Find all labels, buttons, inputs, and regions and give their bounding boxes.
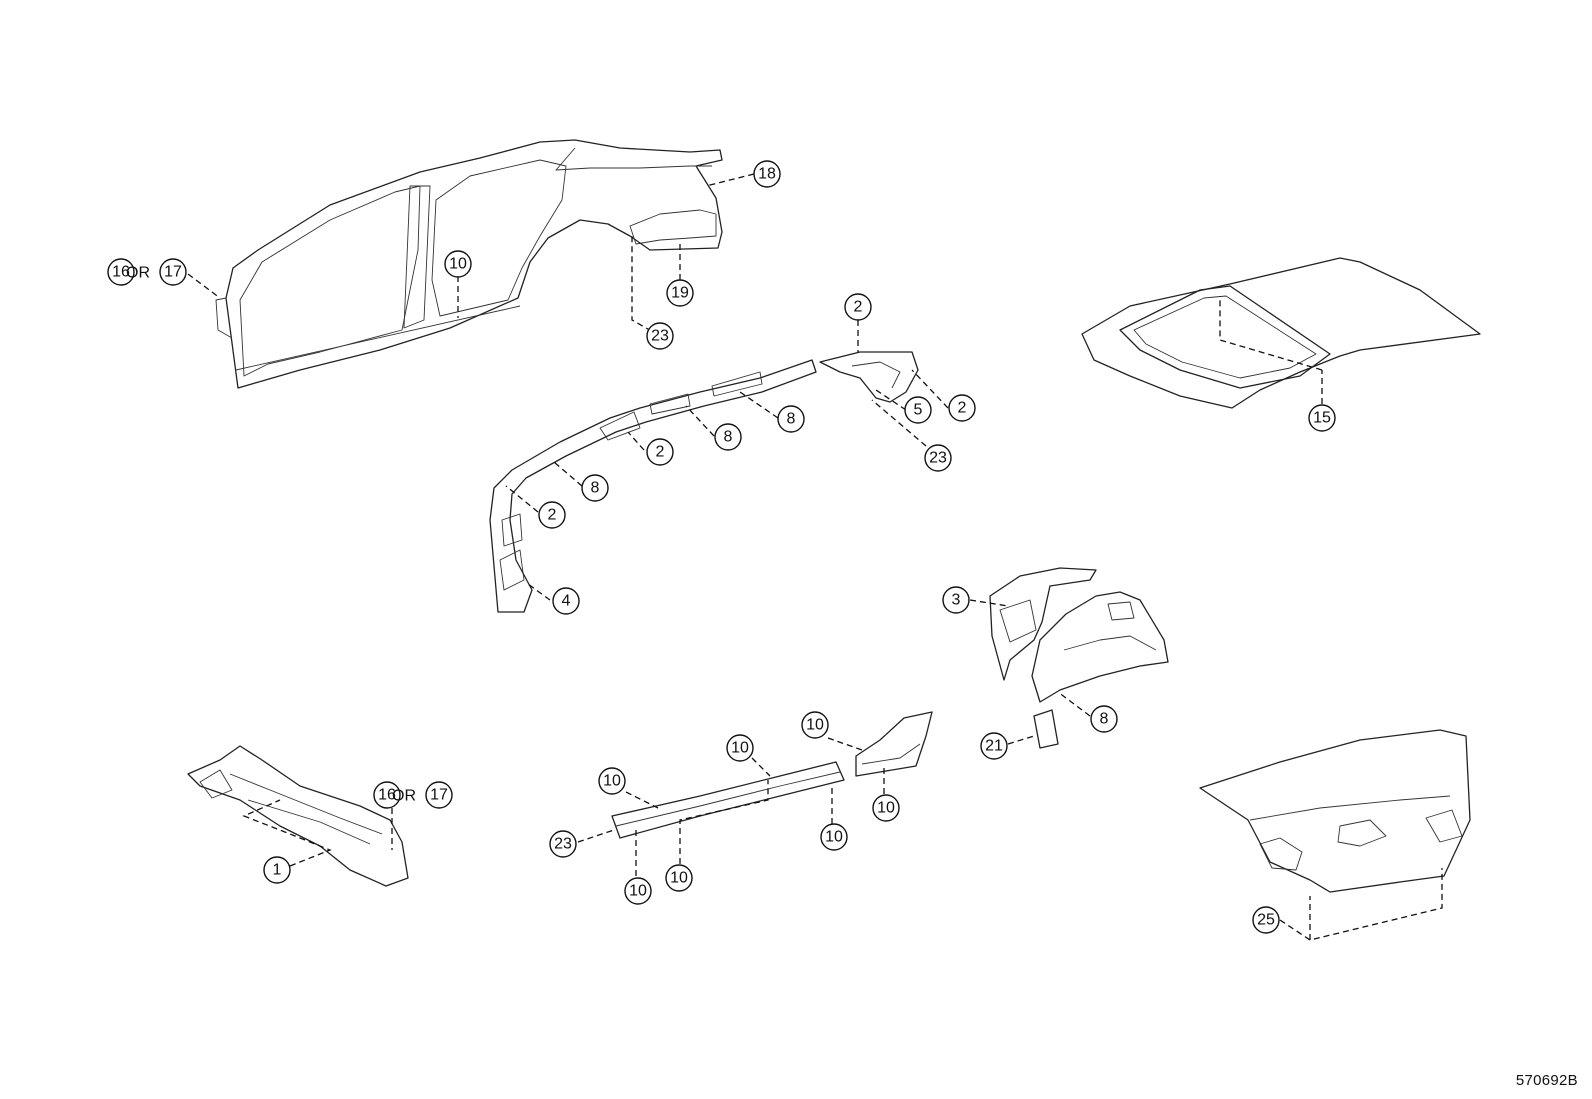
callout-8-rail-rear[interactable]: 8	[777, 405, 805, 433]
callout-23-inner[interactable]: 23	[924, 444, 952, 472]
callout-2-pillar[interactable]: 2	[538, 501, 566, 529]
callout-label: 19	[671, 285, 689, 302]
callout-10-sill-rear-top[interactable]: 10	[801, 711, 829, 739]
callout-label: 3	[952, 592, 961, 609]
callout-label: 15	[1313, 410, 1331, 427]
callout-label: 10	[603, 773, 621, 790]
callout-2-rear-right[interactable]: 2	[948, 394, 976, 422]
leader-lines	[187, 173, 1443, 941]
callout-label: 5	[914, 402, 923, 419]
callout-label: 16	[378, 787, 396, 804]
rear-wheelhouse-panel	[989, 567, 1169, 749]
rocker-side-sill	[611, 711, 933, 839]
callout-23-sill[interactable]: 23	[549, 830, 577, 858]
callout-21[interactable]: 21	[980, 732, 1008, 760]
callout-16-or-17-body-side[interactable]: 16 OR 17	[107, 258, 187, 286]
callout-8-rail-center[interactable]: 8	[714, 423, 742, 451]
callout-label: 21	[985, 738, 1003, 755]
callout-label: 25	[1257, 912, 1275, 929]
upper-body-inner-reinforcement	[489, 351, 919, 613]
callout-2-rear-top[interactable]: 2	[844, 293, 872, 321]
diagram-id: 570692B	[1515, 1072, 1578, 1089]
or-label: OR	[126, 265, 150, 282]
callout-label: 10	[825, 829, 843, 846]
callout-8-rail-front[interactable]: 8	[581, 474, 609, 502]
callout-10-sill-rear-bottom[interactable]: 10	[872, 794, 900, 822]
callout-label: 8	[724, 429, 733, 446]
callout-18[interactable]: 18	[753, 160, 781, 188]
callout-1[interactable]: 1	[263, 856, 291, 884]
callout-23-quarter[interactable]: 23	[646, 322, 674, 350]
callout-label: 10	[449, 256, 467, 273]
callout-label: 4	[562, 593, 571, 610]
callout-label: 18	[758, 166, 776, 183]
callout-label: 17	[430, 787, 448, 804]
callout-10-sill-mid-top[interactable]: 10	[726, 734, 754, 762]
cowl-dash-panel	[187, 745, 409, 887]
callout-10-sill-mid-bottom[interactable]: 10	[820, 823, 848, 851]
callout-5[interactable]: 5	[904, 396, 932, 424]
callout-label: 10	[670, 870, 688, 887]
callout-label: 8	[591, 480, 600, 497]
callout-label: 2	[854, 299, 863, 316]
callout-label: 1	[273, 862, 282, 879]
callout-label: 23	[929, 450, 947, 467]
callout-label: 2	[656, 444, 665, 461]
roof-panel	[1081, 257, 1481, 409]
callout-10-sill-front-top[interactable]: 10	[598, 767, 626, 795]
callout-15[interactable]: 15	[1308, 404, 1336, 432]
callout-4[interactable]: 4	[552, 587, 580, 615]
callout-label: 8	[1100, 711, 1109, 728]
callout-3[interactable]: 3	[942, 586, 970, 614]
callout-25[interactable]: 25	[1252, 906, 1280, 934]
or-label: OR	[392, 788, 416, 805]
callout-label: 23	[554, 836, 572, 853]
callout-label: 23	[651, 328, 669, 345]
callout-19[interactable]: 19	[666, 279, 694, 307]
luggage-compartment-door	[1199, 729, 1471, 893]
callout-10-sill-front-bottom-right[interactable]: 10	[665, 864, 693, 892]
callout-label: 10	[877, 800, 895, 817]
callout-label: 2	[548, 507, 557, 524]
body-side-outer-panel	[215, 139, 723, 389]
callout-10-sill-front-bottom-left[interactable]: 10	[624, 877, 652, 905]
callout-16-or-17-cowl[interactable]: 16 OR 17	[373, 781, 453, 809]
callout-label: 10	[806, 717, 824, 734]
callout-label: 16	[112, 264, 130, 281]
callout-8-wheelhouse[interactable]: 8	[1090, 705, 1118, 733]
callout-label: 2	[958, 400, 967, 417]
callout-label: 8	[787, 411, 796, 428]
callout-10-center-pillar[interactable]: 10	[444, 250, 472, 278]
callout-label: 17	[164, 264, 182, 281]
callout-label: 10	[629, 883, 647, 900]
callout-2-rail-center[interactable]: 2	[646, 438, 674, 466]
callout-label: 10	[731, 740, 749, 757]
